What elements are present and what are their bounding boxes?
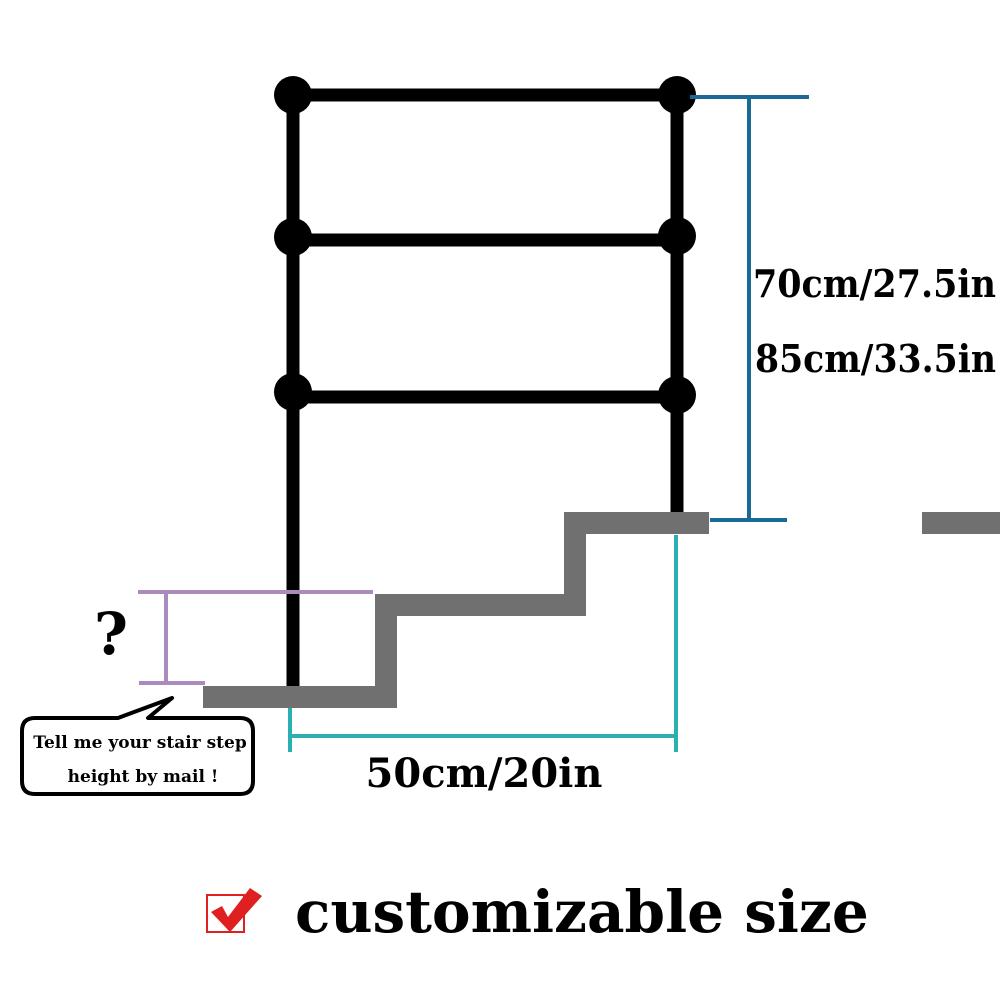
handrail	[286, 88, 684, 686]
speech-bubble	[20, 696, 255, 796]
height-dimension	[690, 95, 809, 522]
checkmark-glyph	[211, 888, 262, 932]
height-label-70cm: 70cm/27.5in	[753, 261, 996, 306]
stairs	[203, 512, 1000, 708]
joint-top-right	[658, 76, 696, 114]
width-dimension	[288, 535, 678, 752]
step-height-question-mark: ?	[94, 600, 128, 668]
checkbox-checked-icon	[206, 888, 262, 933]
step-height-dimension	[138, 590, 373, 685]
caption-text: customizable size	[295, 878, 869, 946]
speech-bubble-line-2: height by mail !	[68, 767, 219, 787]
width-label: 50cm/20in	[366, 750, 603, 797]
stair-profile	[203, 512, 709, 708]
height-label-85cm: 85cm/33.5in	[755, 336, 996, 381]
joint-middle-left	[274, 218, 312, 256]
joint-middle-right	[658, 217, 696, 255]
joint-top-left	[274, 76, 312, 114]
rail-joints	[274, 76, 696, 414]
speech-bubble-line-1: Tell me your stair step	[33, 733, 247, 753]
joint-lower-left	[274, 373, 312, 411]
joint-lower-right	[658, 376, 696, 414]
